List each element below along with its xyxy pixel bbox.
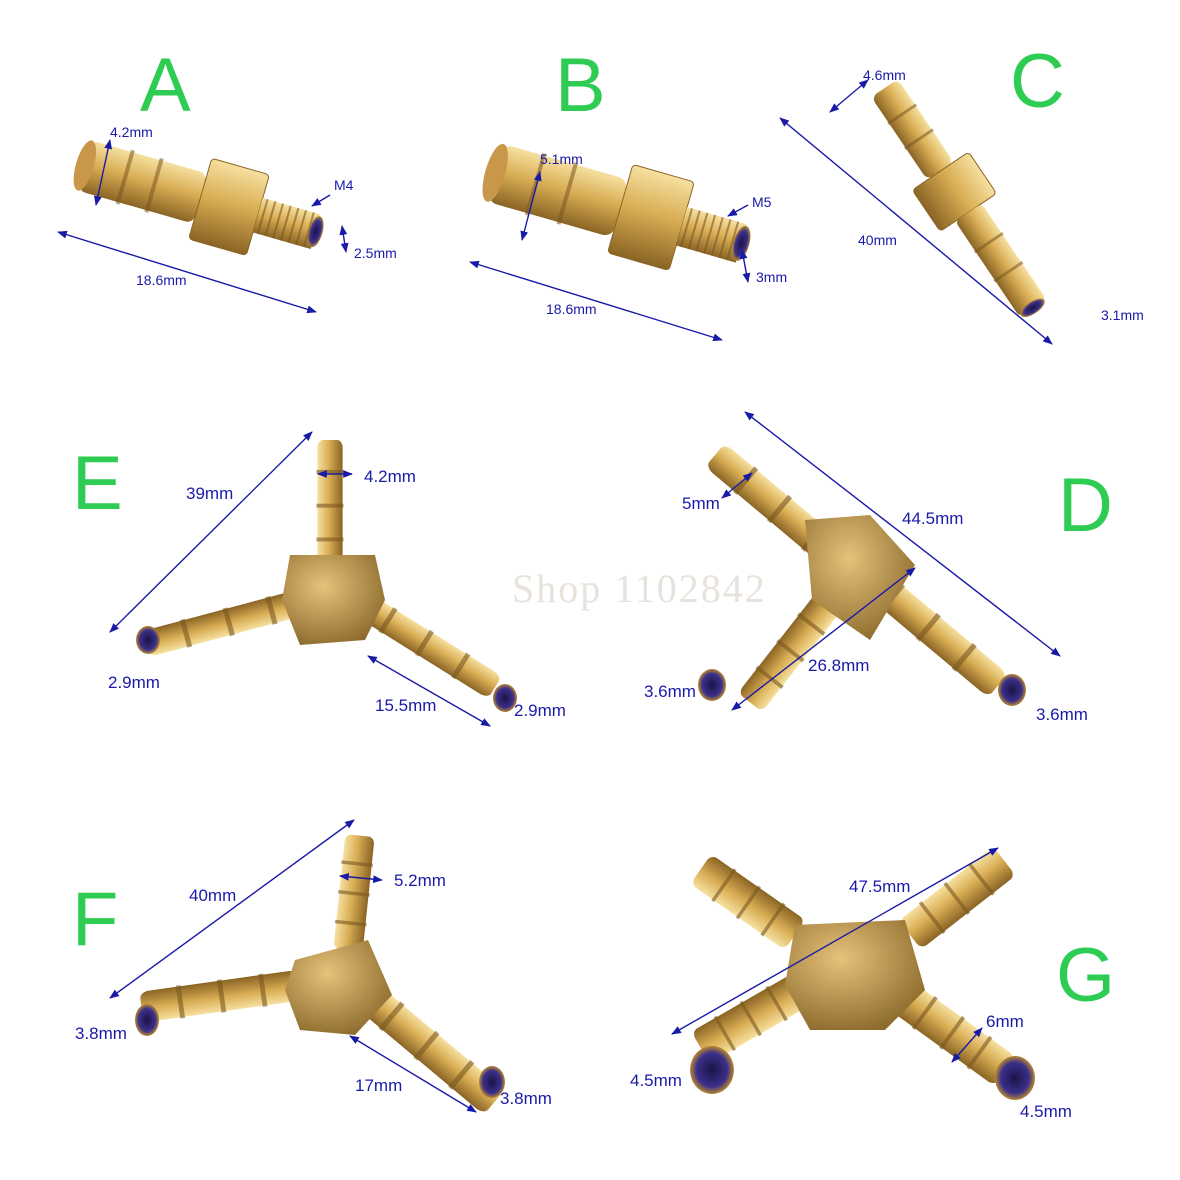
dimension-f-left: 3.8mm: [75, 1024, 127, 1043]
dim-line: [469, 260, 723, 342]
label-f: F: [72, 877, 119, 962]
watermark: Shop 1102842: [512, 566, 767, 611]
fitting-a: [73, 140, 324, 256]
dimension-b-bore: 3mm: [756, 269, 788, 285]
dimension-f-length: 40mm: [189, 886, 237, 905]
dim-line: [57, 230, 317, 314]
dimension-e-arm: 15.5mm: [375, 696, 437, 715]
dim-line: [744, 411, 1061, 657]
label-e: E: [72, 441, 123, 526]
dim-line: [109, 819, 355, 999]
dimension-g-length: 47.5mm: [849, 877, 911, 896]
dim-line: [349, 1035, 477, 1113]
dimension-g-side: 6mm: [986, 1012, 1024, 1031]
fitting-e: [136, 440, 517, 712]
dimension-c-length: 40mm: [858, 232, 897, 248]
dim-line: [311, 194, 331, 207]
label-d: D: [1058, 463, 1113, 548]
dim-line: [109, 431, 313, 633]
dim-line: [339, 872, 383, 884]
dimension-a-length: 18.6mm: [136, 272, 187, 288]
dim-line: [520, 171, 542, 241]
dimension-e-left: 2.9mm: [108, 673, 160, 692]
dimension-c-bore: 3.1mm: [1101, 307, 1144, 323]
dim-line: [367, 655, 491, 727]
dim-line: [829, 79, 869, 113]
dimension-f-top: 5.2mm: [394, 871, 446, 890]
dimension-e-top: 4.2mm: [364, 467, 416, 486]
dimension-a-diameter: 4.2mm: [110, 124, 153, 140]
dim-line: [779, 117, 1053, 345]
label-c: C: [1010, 39, 1065, 124]
dimension-b-length: 18.6mm: [546, 301, 597, 317]
dimension-b-thread: M5: [752, 194, 772, 210]
dim-line: [727, 204, 749, 217]
label-g: G: [1056, 933, 1116, 1018]
dim-line: [671, 847, 999, 1035]
dimension-d-length: 44.5mm: [902, 509, 964, 528]
dim-line: [739, 249, 751, 283]
dim-line: [951, 1027, 983, 1063]
dimension-e-length: 39mm: [186, 484, 234, 503]
dimension-a-bore: 2.5mm: [354, 245, 397, 261]
dimension-a-thread: M4: [334, 177, 354, 193]
dimension-g-left: 4.5mm: [630, 1071, 682, 1090]
dimension-d-right: 3.6mm: [1036, 705, 1088, 724]
dim-line: [94, 139, 112, 206]
dimension-g-right: 4.5mm: [1020, 1102, 1072, 1121]
dimension-f-right: 3.8mm: [500, 1089, 552, 1108]
dim-line: [339, 225, 349, 253]
dimension-d-left: 3.6mm: [644, 682, 696, 701]
fitting-f: [135, 833, 506, 1116]
dim-line: [731, 567, 916, 711]
dimension-e-right: 2.9mm: [514, 701, 566, 720]
dimension-b-diameter: 5.1mm: [540, 151, 583, 167]
label-a: A: [140, 43, 191, 128]
dimension-d-arm: 26.8mm: [808, 656, 870, 675]
dimension-c-diameter: 4.6mm: [863, 67, 906, 83]
label-b: B: [555, 43, 606, 128]
fitting-b: [482, 143, 751, 271]
dimension-d-top: 5mm: [682, 494, 720, 513]
dimension-f-arm: 17mm: [355, 1076, 403, 1095]
